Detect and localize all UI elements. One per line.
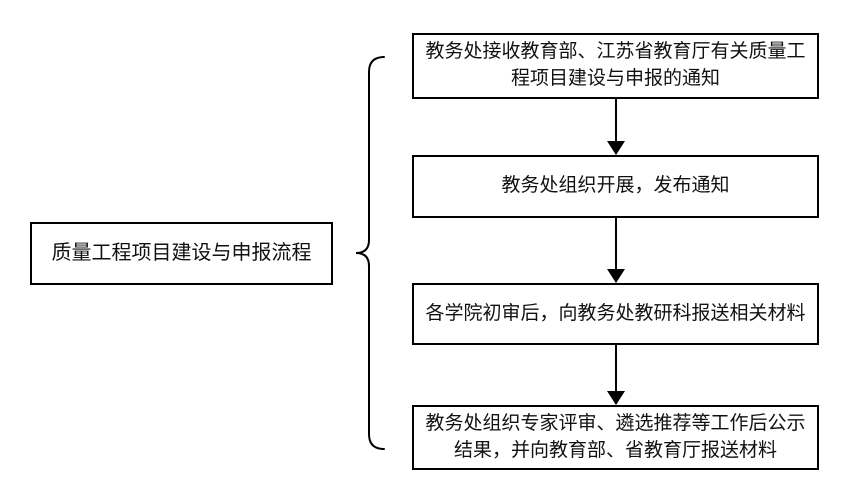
arrow-head-icon: [606, 391, 625, 405]
flow-step-label: 教务处组织开展，发布通知: [501, 175, 730, 197]
flow-step-college-review: 各学院初审后，向教务处教研科报送相关材料: [412, 283, 819, 345]
flowchart-title-box: 质量工程项目建设与申报流程: [30, 222, 333, 285]
flow-step-label: 各学院初审后，向教务处教研科报送相关材料: [425, 302, 806, 324]
flow-step-expert-review-publicity: 教务处组织专家评审、遴选推荐等工作后公示结果，并向教育部、省教育厅报送材料: [412, 405, 819, 470]
flow-step-label: 教务处组织专家评审、遴选推荐等工作后公示结果，并向教育部、省教育厅报送材料: [425, 412, 806, 461]
flow-arrow-down-icon: [606, 345, 625, 405]
flow-arrow-down-icon: [606, 218, 625, 283]
curly-brace-icon: [355, 56, 385, 450]
arrow-head-icon: [606, 141, 625, 155]
arrow-line: [614, 218, 617, 282]
flowchart-title: 质量工程项目建设与申报流程: [51, 242, 312, 265]
flow-arrow-down-icon: [606, 99, 625, 155]
arrow-head-icon: [606, 269, 625, 283]
flow-step-receive-notice: 教务处接收教育部、江苏省教育厅有关质量工程项目建设与申报的通知: [412, 33, 819, 99]
arrow-line: [614, 345, 617, 404]
arrow-line: [614, 99, 617, 154]
flow-step-organize-publish: 教务处组织开展，发布通知: [412, 155, 819, 218]
flow-step-label: 教务处接收教育部、江苏省教育厅有关质量工程项目建设与申报的通知: [425, 41, 806, 89]
